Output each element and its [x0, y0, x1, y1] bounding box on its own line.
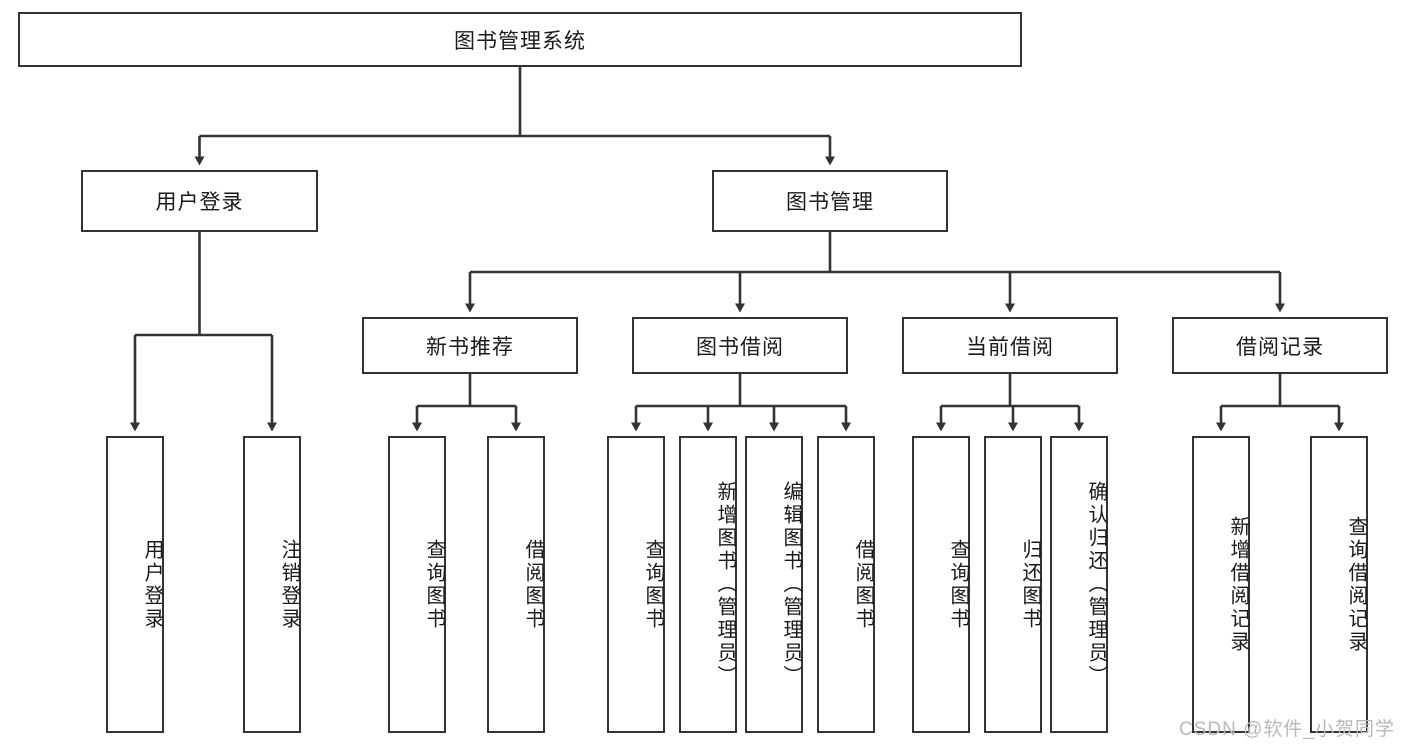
node-label: 借阅图书: [852, 538, 874, 631]
node-leaf-leaf-add-record[interactable]: 新增借阅记录: [1192, 436, 1250, 733]
node-current-borrow[interactable]: 当前借阅: [902, 317, 1118, 374]
node-borrow-record[interactable]: 借阅记录: [1172, 317, 1388, 374]
node-label: 查询借阅记录: [1345, 515, 1367, 654]
node-label: 查询图书: [947, 538, 969, 631]
node-label: 借阅记录: [1236, 335, 1324, 359]
node-label: 当前借阅: [966, 335, 1054, 359]
node-leaf-leaf-query-record[interactable]: 查询借阅记录: [1310, 436, 1368, 733]
node-leaf-leaf-query-book-2[interactable]: 查询图书: [607, 436, 665, 733]
node-label: 新书推荐: [426, 335, 514, 359]
node-label: 新增借阅记录: [1227, 515, 1249, 654]
node-leaf-leaf-confirm-return[interactable]: 确认归还（管理员）: [1050, 436, 1108, 733]
node-label: 归还图书: [1019, 538, 1041, 631]
node-new-book-rec[interactable]: 新书推荐: [362, 317, 578, 374]
node-leaf-leaf-add-book[interactable]: 新增图书（管理员）: [679, 436, 737, 733]
node-leaf-leaf-query-book-3[interactable]: 查询图书: [912, 436, 970, 733]
node-root-root[interactable]: 图书管理系统: [18, 12, 1022, 67]
node-label: 注销登录: [278, 538, 300, 631]
node-leaf-leaf-logout[interactable]: 注销登录: [243, 436, 301, 733]
node-leaf-leaf-edit-book[interactable]: 编辑图书（管理员）: [745, 436, 803, 733]
node-label: 编辑图书（管理员）: [780, 481, 802, 688]
node-leaf-leaf-return-book[interactable]: 归还图书: [984, 436, 1042, 733]
node-label: 借阅图书: [522, 538, 544, 631]
csdn-watermark: CSDN @软件_小贺同学: [1179, 719, 1395, 740]
node-leaf-leaf-borrow-book-2[interactable]: 借阅图书: [817, 436, 875, 733]
node-label: 查询图书: [423, 538, 445, 631]
node-leaf-leaf-borrow-book-1[interactable]: 借阅图书: [487, 436, 545, 733]
node-label: 用户登录: [155, 191, 244, 214]
node-label: 图书管理系统: [454, 29, 586, 53]
node-book-borrow[interactable]: 图书借阅: [632, 317, 848, 374]
node-label: 查询图书: [642, 538, 664, 631]
node-user-login[interactable]: 用户登录: [81, 170, 318, 232]
node-leaf-leaf-query-book-1[interactable]: 查询图书: [388, 436, 446, 733]
node-label: 图书管理: [786, 191, 874, 214]
node-leaf-leaf-user-login[interactable]: 用户登录: [106, 436, 164, 733]
node-label: 新增图书（管理员）: [714, 481, 736, 688]
node-label: 用户登录: [141, 538, 163, 631]
node-book-manage[interactable]: 图书管理: [712, 170, 948, 232]
node-label: 确认归还（管理员）: [1085, 481, 1107, 688]
node-label: 图书借阅: [696, 335, 784, 359]
